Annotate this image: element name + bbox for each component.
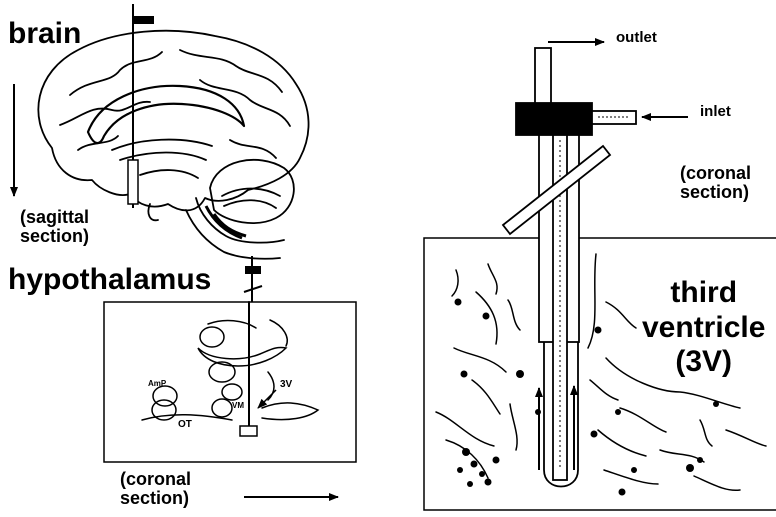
inset-ot-label: OT	[178, 420, 192, 431]
hypothalamus-label: hypothalamus	[8, 264, 211, 296]
inset-3v-label: 3V	[280, 380, 292, 391]
outlet-label: outlet	[616, 30, 657, 46]
inset-3v-arrow	[258, 390, 276, 408]
inset-amp-label: AmP	[148, 380, 166, 388]
cannula-assembly	[516, 48, 636, 487]
coronal-section-bottom-label: (coronal section)	[120, 470, 191, 508]
coronal-section-right-label: (coronal section)	[680, 164, 751, 202]
inlet-label: inlet	[700, 104, 731, 120]
third-ventricle-label: third ventricle (3V)	[642, 276, 765, 380]
coronal-inset-frame	[104, 302, 356, 462]
brain-label: brain	[8, 18, 81, 50]
inset-vm-label: VM	[232, 402, 244, 410]
sagittal-section-label: (sagittal section)	[20, 208, 89, 246]
coronal-inset-drawing	[142, 302, 318, 436]
hypothalamus-probe-top	[244, 256, 262, 302]
